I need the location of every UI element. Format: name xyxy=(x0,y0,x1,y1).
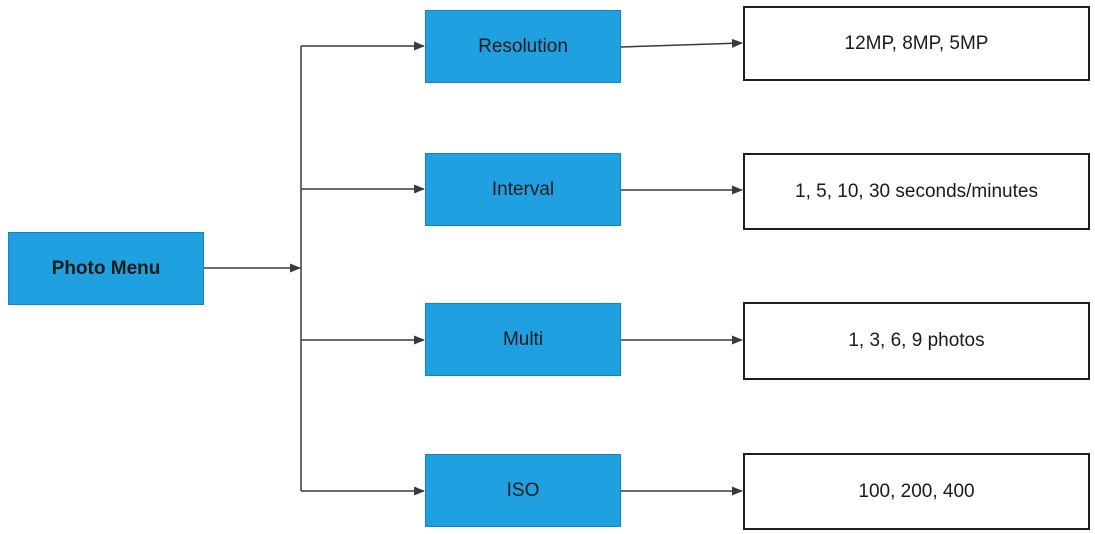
resolution-options-node: 12MP, 8MP, 5MP xyxy=(743,6,1090,81)
iso-label: ISO xyxy=(506,479,540,501)
multi-options-text: 1, 3, 6, 9 photos xyxy=(848,330,985,351)
iso-options-text: 100, 200, 400 xyxy=(858,480,975,502)
photo-menu-label: Photo Menu xyxy=(51,257,161,279)
multi-label: Multi xyxy=(502,328,544,350)
iso-node: ISO xyxy=(425,454,621,527)
resolution-options-text: 12MP, 8MP, 5MP xyxy=(844,32,989,54)
interval-options-text: 1, 5, 10, 30 seconds/minutes xyxy=(795,180,1038,202)
option-arrow-resolution xyxy=(620,38,743,48)
iso-options-node: 100, 200, 400 xyxy=(743,453,1090,530)
interval-options-node: 1, 5, 10, 30 seconds/minutes xyxy=(743,153,1090,230)
photo-menu-node: Photo Menu xyxy=(8,232,204,305)
multi-options-node: 1, 3, 6, 9 photos xyxy=(743,302,1090,380)
interval-label: Interval xyxy=(491,178,555,200)
resolution-label: Resolution xyxy=(478,35,568,57)
multi-node: Multi xyxy=(425,303,621,376)
interval-node: Interval xyxy=(425,153,621,226)
resolution-node: Resolution xyxy=(425,10,621,83)
